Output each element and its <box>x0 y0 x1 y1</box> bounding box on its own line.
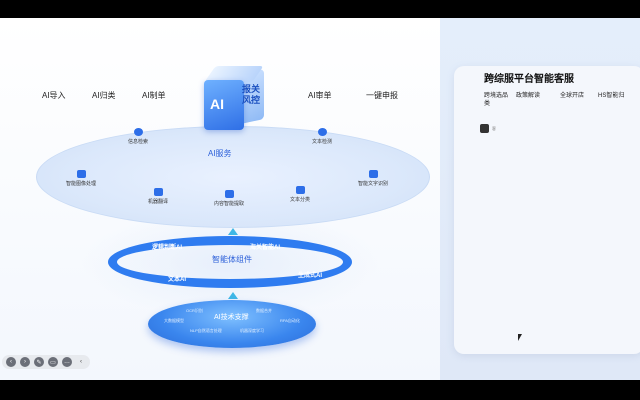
image-icon <box>76 170 86 178</box>
segment-customs-ai: 海关智能AI <box>250 245 281 251</box>
component-title: 智能体组件 <box>212 255 252 264</box>
segment-text-ai: 文本AI <box>168 277 187 283</box>
service-content-extract: 内容智能提取 <box>214 190 244 207</box>
up-arrow-icon <box>228 228 238 235</box>
forward-icon[interactable]: › <box>20 357 30 367</box>
tech-title: AI技术支撑 <box>214 314 249 321</box>
tab-policy[interactable]: 政策解读 <box>516 93 541 99</box>
ai-tech-support-disc <box>148 300 316 348</box>
segment-generative-ai: 生成式AI <box>298 273 323 279</box>
back-icon[interactable]: ‹ <box>6 357 16 367</box>
card-title: 跨综服平台智能客服 <box>484 74 574 85</box>
pie-chart-icon <box>317 128 327 136</box>
tab-crossborder-selection[interactable]: 跨境选品类 <box>484 93 509 107</box>
ai-customs-risk-cube: AI 报关风控 <box>196 62 272 142</box>
tab-hs-classify[interactable]: HS智能归 <box>598 93 625 99</box>
service-text-classify: 文本分类 <box>290 186 310 203</box>
tag-icon <box>295 186 305 194</box>
window-bottom-bar <box>0 380 640 400</box>
diagram-area: AI导入 AI归类 AI制单 AI审单 一键申报 AI服务 信息检索 文本检测 … <box>0 18 440 380</box>
translate-icon <box>153 188 163 196</box>
label-ai-document: AI制单 <box>142 91 166 100</box>
customer-service-card <box>454 66 640 354</box>
more-icon[interactable]: ‹ <box>80 359 82 365</box>
window-top-bar <box>0 0 640 18</box>
service-machine-translation: 机器翻译 <box>148 188 168 205</box>
service-text-detect: 文本检测 <box>312 128 332 145</box>
segment-logic-ai: 逻辑判断AI <box>152 245 183 251</box>
label-ai-review: AI审单 <box>308 91 332 100</box>
mouse-cursor-icon <box>518 334 522 341</box>
agent-component-ring <box>108 236 352 288</box>
label-one-click-declare: 一键申报 <box>366 91 398 100</box>
pen-icon[interactable]: ✎ <box>34 357 44 367</box>
presentation-toolbar: ‹ › ✎ ▭ … ‹ <box>2 355 90 369</box>
service-info-search: 信息检索 <box>128 128 148 145</box>
tab-global-store[interactable]: 全球开店 <box>560 93 585 99</box>
tech-data-merge: 数据合并 <box>256 308 272 313</box>
avatar-name: 客 <box>492 126 496 131</box>
search-icon <box>133 128 143 136</box>
cube-ai-text: AI <box>210 96 224 112</box>
cube-label: 报关风控 <box>241 84 260 105</box>
tech-deep-learning: 机器深度学习 <box>240 328 264 333</box>
avatar <box>480 124 489 133</box>
tech-big-model: 大数据模型 <box>164 318 184 323</box>
label-ai-classify: AI归类 <box>92 91 116 100</box>
document-icon <box>224 190 234 198</box>
chat-icon[interactable]: … <box>62 357 72 367</box>
card-icon <box>368 170 378 178</box>
up-arrow-icon <box>228 292 238 299</box>
service-ocr: 智能文字识别 <box>358 170 388 187</box>
screen-icon[interactable]: ▭ <box>48 357 58 367</box>
label-ai-import: AI导入 <box>42 91 66 100</box>
tech-nlp: NLP自然语言处理 <box>190 328 222 333</box>
ai-service-title: AI服务 <box>208 149 232 158</box>
tech-rpa: RPA自动化 <box>280 318 300 323</box>
tech-ocr: OCR识别 <box>186 308 203 313</box>
presentation-slide: AI导入 AI归类 AI制单 AI审单 一键申报 AI服务 信息检索 文本检测 … <box>0 18 640 380</box>
service-image-processing: 智能图像处理 <box>66 170 96 187</box>
